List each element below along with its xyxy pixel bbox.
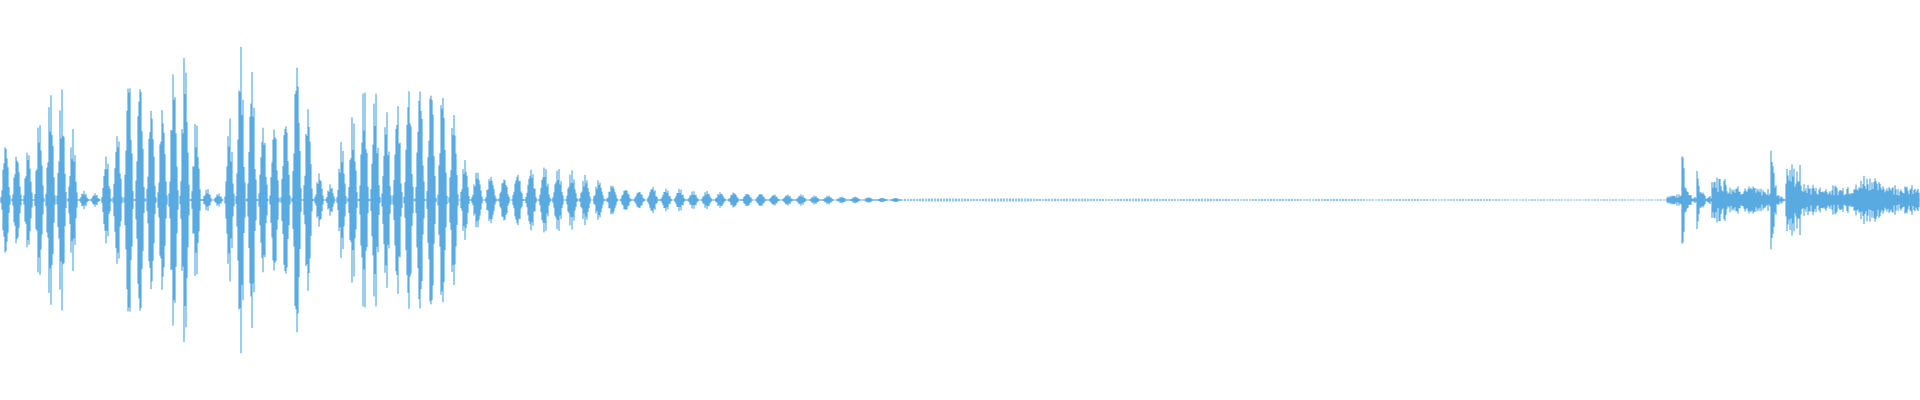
waveform-trace (0, 46, 1920, 354)
